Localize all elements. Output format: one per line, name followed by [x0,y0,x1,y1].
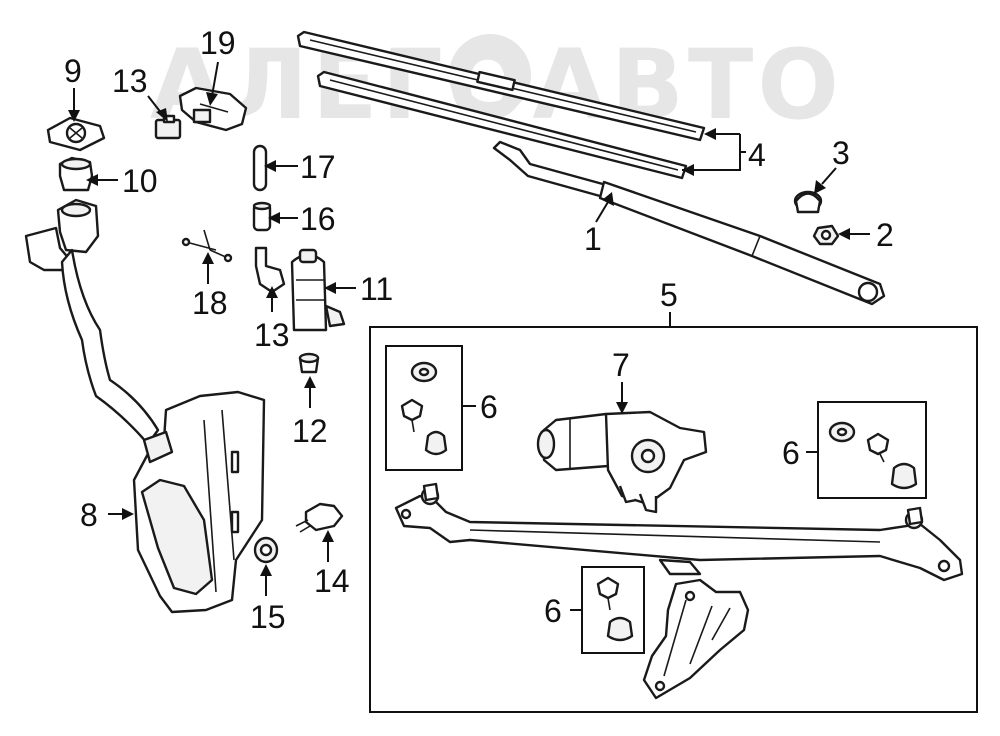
arm-cap [793,190,823,214]
callout-13-top: 13 [112,63,148,99]
hardware-set-left [400,361,448,456]
callout-6-bottom: 6 [544,593,562,629]
arm-nut [812,224,840,246]
wiper-blade-lower [316,70,688,180]
wiper-motor [536,410,708,514]
hardware-set-bottom [596,576,634,642]
hardware-set-right [828,421,918,490]
pump-seal [253,536,279,564]
washer-pump [290,248,346,332]
callout-17: 17 [300,149,336,185]
nozzle-connector [154,114,182,140]
callout-6-left: 6 [480,389,498,425]
filler-neck-seal [58,156,94,192]
level-sensor [295,502,344,533]
mounting-bracket [642,578,750,700]
linkage-assembly-frame [369,326,978,713]
wiper-blade-upper [296,30,706,142]
hose-joint [252,201,272,232]
hardware-set-box-right [817,401,927,499]
callout-7: 7 [612,347,630,383]
callout-3: 3 [832,135,850,171]
hose-tee [181,229,233,263]
callout-6-right: 6 [782,435,800,471]
callout-4: 4 [748,137,766,173]
wiper-linkage [394,482,964,582]
washer-reservoir [24,198,266,614]
callout-11: 11 [360,271,393,307]
callout-14: 14 [314,563,350,599]
callout-16: 16 [300,201,336,237]
callout-9: 9 [64,53,82,89]
callout-15: 15 [250,599,286,635]
washer-nozzle [178,86,248,132]
wiper-arm [492,140,886,306]
callout-1: 1 [584,221,602,257]
callout-18: 18 [192,285,228,321]
callout-8: 8 [80,497,98,533]
callout-10: 10 [122,163,158,199]
leader-lines [68,61,870,611]
elbow-connector [254,246,286,294]
hardware-set-box-left [385,345,463,471]
callout-19: 19 [200,25,236,61]
hose-pipe [252,144,268,192]
pump-grommet [298,352,320,374]
callout-2: 2 [876,217,894,253]
callout-12: 12 [292,413,328,449]
reservoir-cap [46,116,106,152]
callout-labels: 1 2 3 4 5 6 6 6 7 8 9 10 11 12 13 13 14 … [64,25,894,635]
callout-13-bottom: 13 [254,317,290,353]
callout-5: 5 [660,277,678,313]
